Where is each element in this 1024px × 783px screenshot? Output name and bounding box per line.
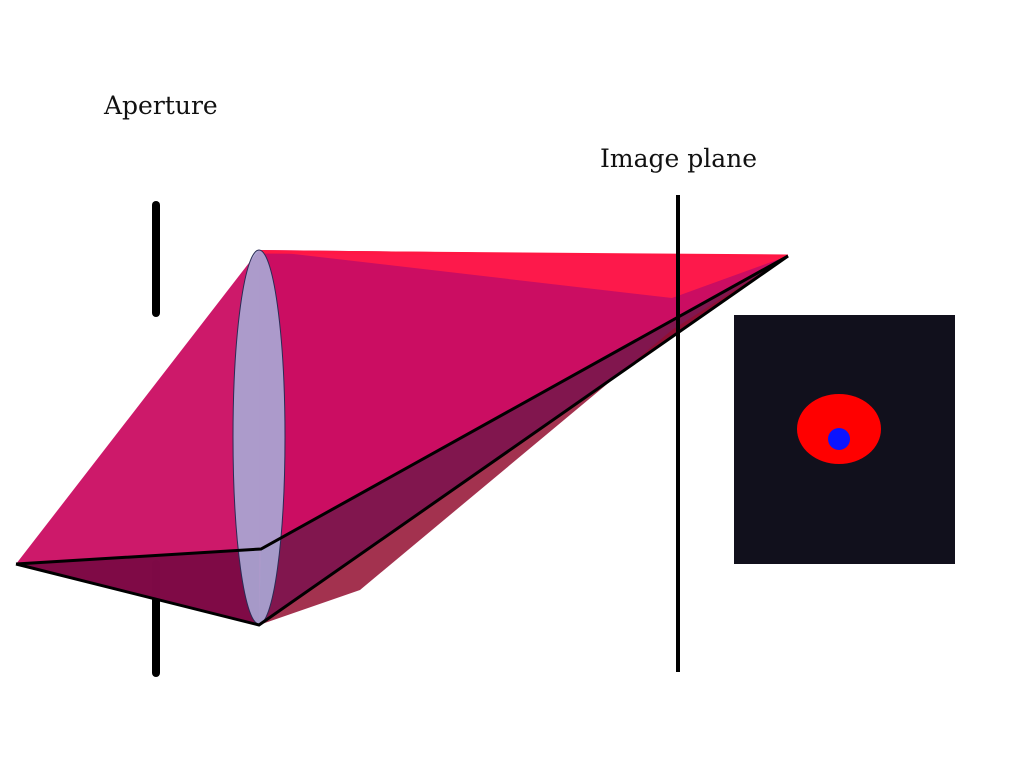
cone-top-edge: [258, 250, 789, 258]
cone-lower-outline: [15, 254, 789, 627]
focus-dot: [828, 428, 850, 450]
cone-upper-outline: [15, 254, 789, 566]
image-plane-label: Image plane: [600, 144, 758, 173]
aperture-label: Aperture: [104, 91, 218, 120]
left-cone-front: [16, 250, 259, 625]
left-cone-lower-face: [16, 549, 261, 625]
right-cone-front: [259, 250, 788, 625]
right-cone-highlight: [259, 250, 788, 298]
lens-icon: [232, 249, 286, 625]
